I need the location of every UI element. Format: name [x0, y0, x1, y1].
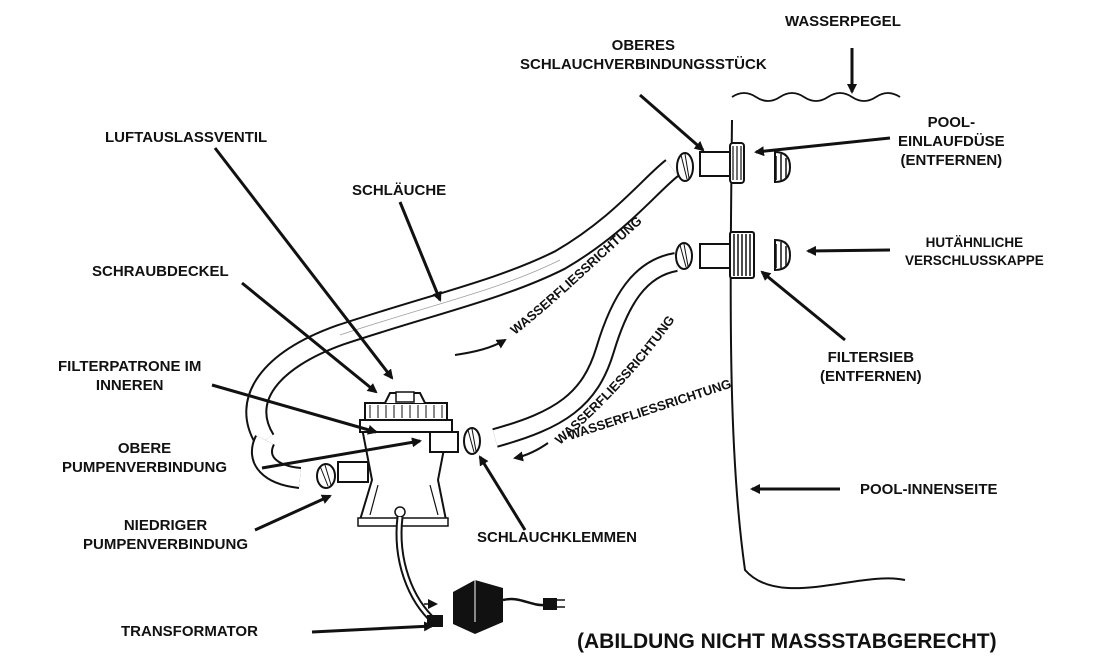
label-schlaeuche: SCHLÄUCHE	[352, 182, 447, 199]
pool-wall	[729, 92, 906, 590]
label-filtersieb: FILTERSIEB (ENTFERNEN)	[820, 349, 922, 385]
label-pool-innenseite: POOL-INNENSEITE	[860, 481, 998, 498]
lower-wall-fitting	[675, 231, 792, 279]
label-obere-pumpenverbindung: OBERE PUMPENVERBINDUNG	[62, 440, 228, 476]
upper-wall-fitting	[676, 142, 792, 184]
upper-hose	[245, 159, 679, 489]
label-niedriger-pumpenverbindung: NIEDRIGER PUMPENVERBINDUNG	[83, 517, 249, 553]
scale-note: (ABILDUNG NICHT MASSSTABGERECHT)	[577, 630, 997, 653]
label-filterpatrone: FILTERPATRONE IM INNEREN	[58, 358, 202, 394]
filter-pump	[316, 391, 481, 527]
label-schraubdeckel: SCHRAUBDECKEL	[92, 263, 229, 280]
label-transformator: TRANSFORMATOR	[121, 623, 258, 640]
label-hutaehnliche-verschlusskappe: HUTÄHNLICHE VERSCHLUSSKAPPE	[905, 235, 1044, 268]
leader-arrows	[211, 48, 891, 634]
label-oberes-schlauchverbindungsstueck: OBERES SCHLAUCHVERBINDUNGSSTÜCK	[520, 37, 767, 73]
label-pool-einlaufduese: POOL- EINLAUFDÜSE (ENTFERNEN)	[898, 114, 1005, 169]
label-wasserpegel: WASSERPEGEL	[785, 13, 901, 30]
label-luftauslassventil: LUFTAUSLASSVENTIL	[105, 129, 268, 146]
lower-hose	[492, 252, 679, 448]
label-schlauchklemmen: SCHLAUCHKLEMMEN	[477, 529, 637, 546]
